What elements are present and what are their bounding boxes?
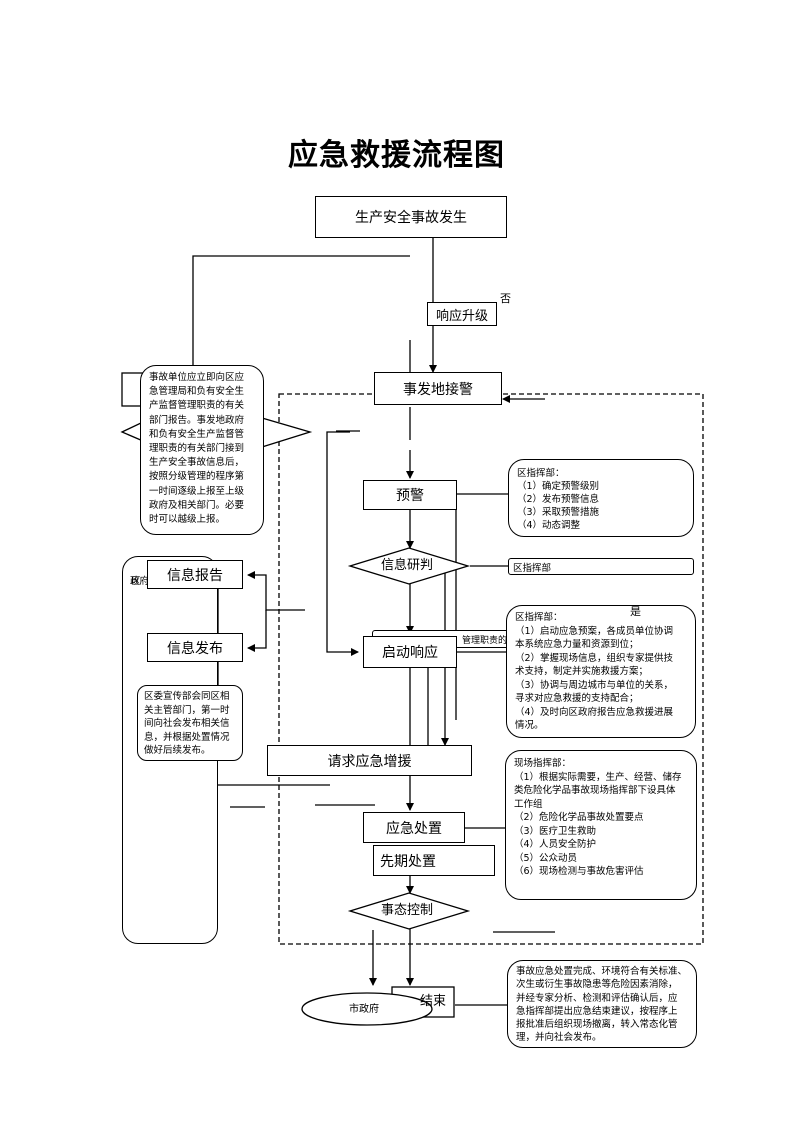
note-publicity: 区委宣传部会同区相 关主管部门，第一时 间向社会发布相关信 息，并根据处置情况 … xyxy=(137,685,243,761)
node-handle: 应急处置 xyxy=(363,812,465,843)
note-warning-cmd: 区指挥部： （1）确定预警级别 （2）发布预警信息 （3）采取预警措施 （4）动… xyxy=(508,459,694,537)
left-panel-text-2: 政府 xyxy=(130,576,150,587)
node-city-label: 市政府 xyxy=(349,1004,379,1015)
control-diamond xyxy=(347,892,471,930)
page-title: 应急救援流程图 xyxy=(288,138,505,173)
left-panel-text: 区 xyxy=(131,576,141,587)
note-start-cmd: 区指挥部： （1）启动应急预案，各成员单位协调 本系统应急力量和资源到位； （2… xyxy=(506,605,696,738)
node-control-label: 事态控制 xyxy=(381,903,434,918)
note-judge-cmd: 区指挥部 xyxy=(508,558,694,575)
node-early: 先期处置 xyxy=(373,845,495,876)
note-end: 事故应急处置完成、环境符合有关标准、 次生或衍生事故隐患等危险因素消除， 并经专… xyxy=(507,960,697,1048)
note-field-cmd: 现场指挥部： （1）根据实际需要，生产、经营、储存 类危险化学品事故现场指挥部下… xyxy=(505,750,697,900)
node-upgrade: 响应升级 xyxy=(427,302,497,326)
node-request: 请求应急增援 xyxy=(267,745,472,776)
node-receive: 事发地接警 xyxy=(374,372,502,405)
label-no: 否 xyxy=(500,292,511,305)
node-publish: 信息发布 xyxy=(147,633,243,662)
node-judge-label: 信息研判 xyxy=(381,558,434,573)
note-unit-report: 事故单位应立即向区应 急管理局和负有安全生 产监督管理职责的有关 部门报告。事发… xyxy=(140,365,264,535)
node-occur: 生产安全事故发生 xyxy=(315,196,507,238)
node-warning: 预警 xyxy=(363,480,457,510)
node-start: 启动响应 xyxy=(363,636,457,668)
node-end-label: 结束 xyxy=(420,994,447,1009)
label-yes: 是 xyxy=(630,605,641,618)
judge-diamond xyxy=(347,547,471,585)
node-report: 信息报告 xyxy=(147,560,243,589)
city-ellipse xyxy=(301,992,433,1026)
